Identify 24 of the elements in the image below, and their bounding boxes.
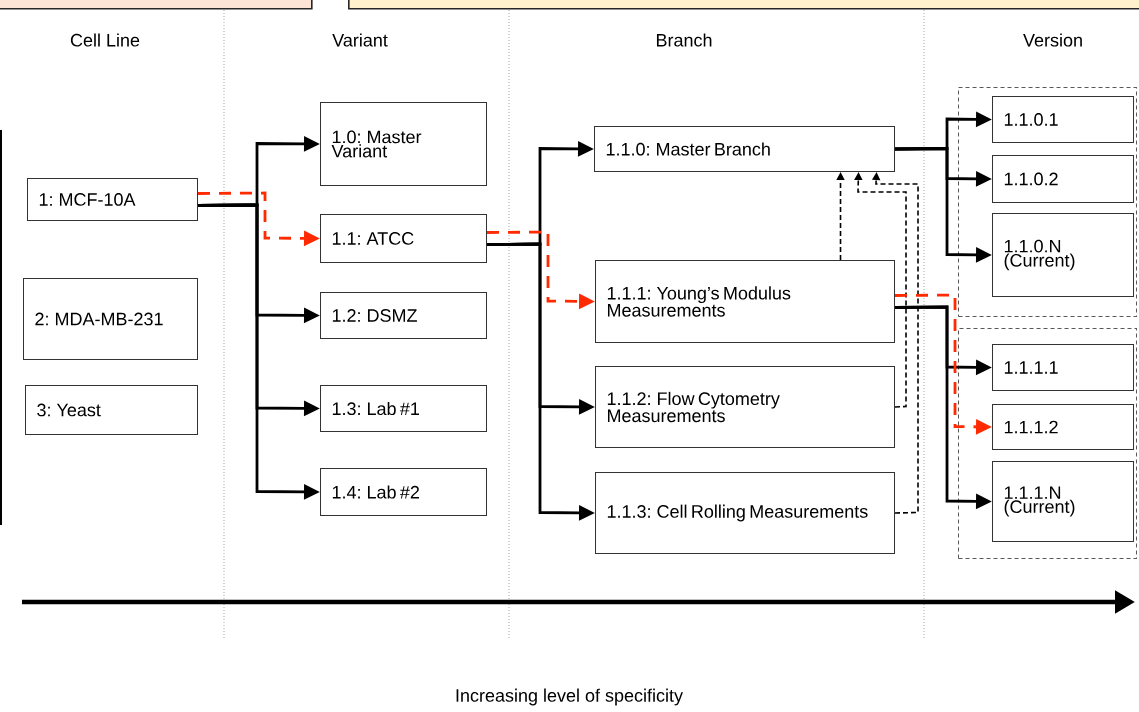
- column-heading: Version: [1023, 33, 1082, 47]
- variant-box: 1.1: ATCC: [320, 214, 487, 263]
- variant-box: 1.0: Master Variant: [320, 102, 487, 186]
- version-box: 1.1.1.N (Current): [992, 461, 1134, 542]
- variant-box: 1.2: DSMZ: [320, 292, 487, 339]
- version-box: 1.1.0.1: [992, 96, 1134, 143]
- branch-box: 1.1.0: Master Branch: [594, 126, 895, 172]
- top-panel: [348, 0, 1139, 10]
- branch-box: 1.1.1: Young’s Modulus Measurements: [595, 260, 895, 343]
- column-heading: Cell Line: [70, 33, 140, 47]
- branch-box: 1.1.3: Cell Rolling Measurements: [595, 472, 895, 554]
- top-panel: [0, 0, 313, 10]
- branch-box: 1.1.2: Flow Cytometry Measurements: [595, 366, 895, 448]
- version-box: 1.1.1.1: [992, 344, 1134, 391]
- variant-box: 1.3: Lab #1: [320, 385, 487, 432]
- version-box: 1.1.0.N (Current): [992, 213, 1134, 297]
- group-box: [958, 87, 1137, 317]
- axis-caption: Increasing level of specificity: [456, 688, 683, 706]
- variant-box: 1.4: Lab #2: [320, 468, 487, 516]
- version-box: 1.1.1.2: [992, 404, 1134, 450]
- column-heading: Branch: [656, 33, 712, 47]
- version-box: 1.1.0.2: [992, 155, 1134, 203]
- group-box: [958, 328, 1137, 559]
- column-heading: Variant: [332, 33, 388, 47]
